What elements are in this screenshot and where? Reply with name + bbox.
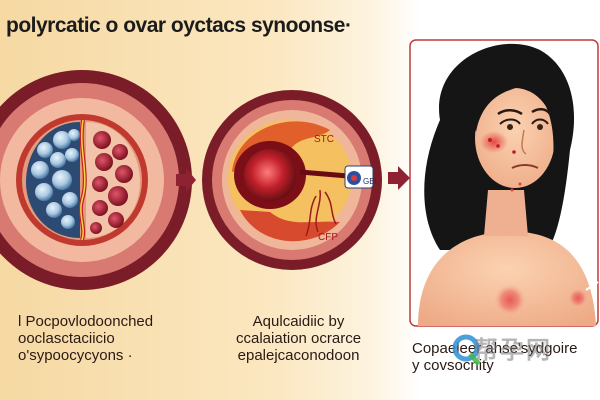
label-stc: STC — [314, 134, 334, 145]
caption-line: epalejcaconodoon — [237, 347, 360, 364]
watermark-text: 帮孕网 — [474, 337, 552, 364]
caption-line: ooclasctaciicio — [18, 330, 115, 347]
page-title: polyrcatic o ovar oyctacs synoonse· — [6, 14, 352, 37]
patient-illustration — [409, 39, 599, 327]
caption-line: ccalaiation ocrarce — [236, 330, 362, 347]
caption-line: l Pocpovlodoonched — [18, 313, 154, 330]
arrow-right-icon — [388, 166, 410, 190]
egg-cluster — [31, 129, 80, 229]
label-gbl: GBL — [363, 177, 380, 186]
cyst-diagram — [202, 90, 382, 270]
caption-line: Aqulcaidiic by — [252, 313, 345, 330]
watermark-logo-icon — [452, 334, 481, 366]
caption-hormonal-imbalance: Aqulcaidiic by ccalaiation ocrarce epale… — [236, 313, 361, 364]
arrow-right-icon — [176, 168, 196, 192]
caption-polycystic-ovary: l Pocpovlodoonched ooclasctaciicio o'syp… — [18, 313, 153, 364]
watermark-logo: 帮孕网 — [452, 330, 572, 376]
caption-line: o'sypoocycyons · — [18, 347, 133, 364]
ovary-diagram — [0, 70, 192, 290]
follicle-cluster — [90, 131, 133, 234]
label-cfp: CFP — [318, 232, 338, 243]
